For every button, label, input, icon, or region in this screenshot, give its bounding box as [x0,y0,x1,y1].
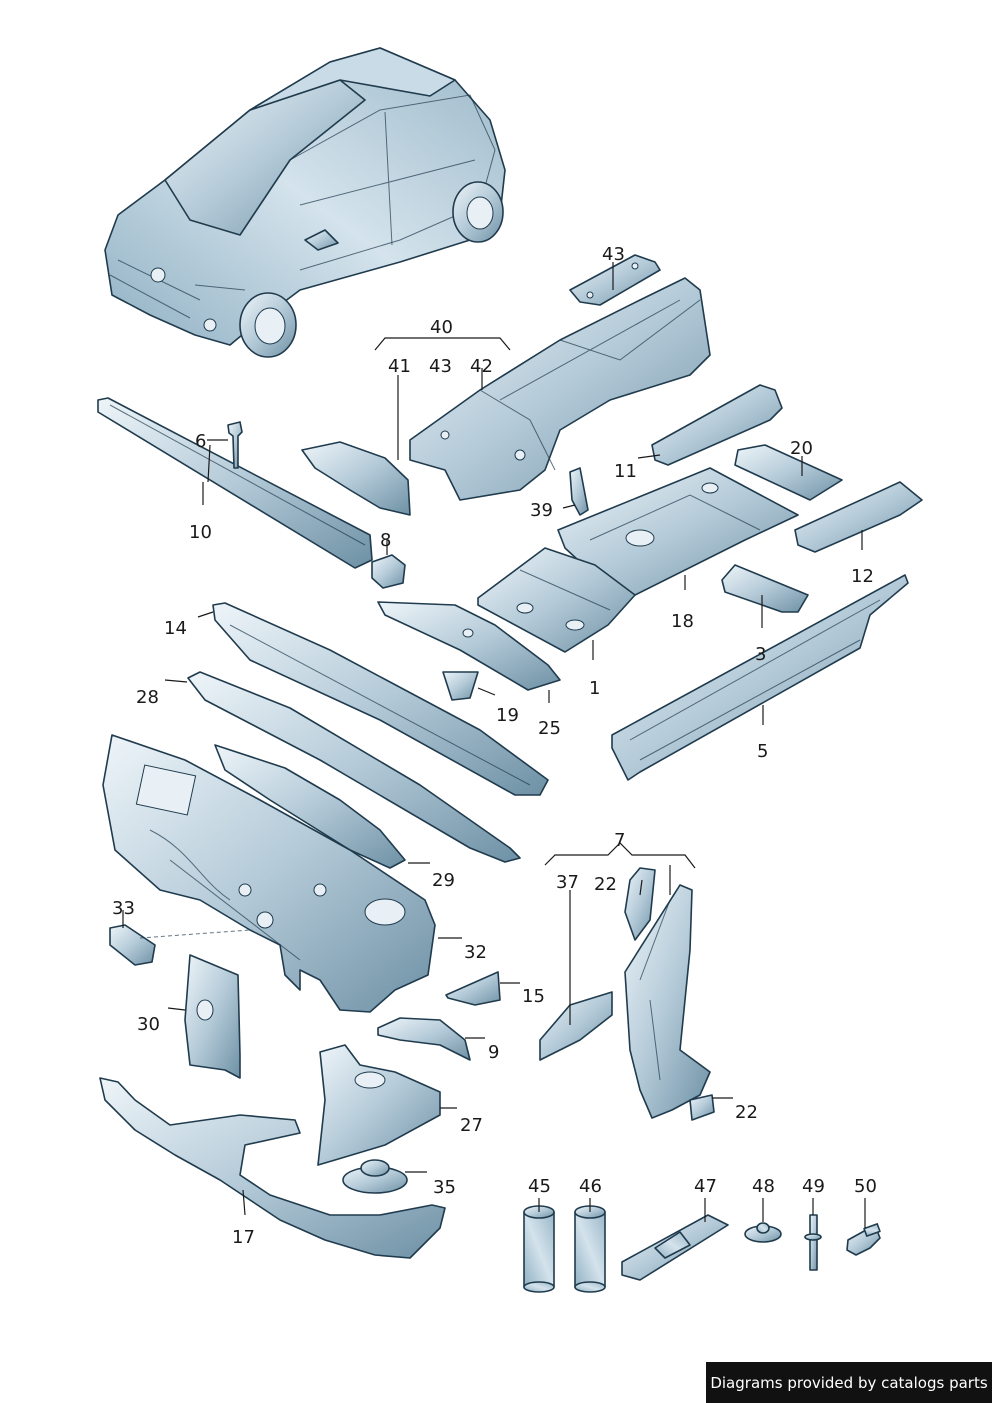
callout-20: 20 [790,438,813,459]
callout-12: 12 [851,566,874,587]
callout-48: 48 [752,1176,775,1197]
callout-9: 9 [488,1042,499,1063]
callout-27: 27 [460,1115,483,1136]
part-20-plate [734,444,843,501]
part-6-bolt [227,421,243,469]
part-12-rail [794,481,923,553]
callout-29: 29 [432,870,455,891]
part-39-bracket [569,467,589,516]
part-9-wheelhouse-cap [377,1017,471,1061]
callout-49: 49 [802,1176,825,1197]
part-33-grommet [109,924,251,966]
callout-40: 40 [430,317,453,338]
part-28-cowl-lower [187,671,521,863]
callout-35: 35 [433,1177,456,1198]
part-30-panel [184,954,241,1079]
callout-25: 25 [538,718,561,739]
part-43-bracket [569,254,661,306]
part-1-floor [477,547,636,653]
part-32-bulkhead [102,734,436,1013]
part-29-panel [214,744,406,869]
callout-39: 39 [530,500,553,521]
callout-43: 43 [429,356,452,377]
callout-8: 8 [380,530,391,551]
callout-42: 42 [470,356,493,377]
callout-3: 3 [755,644,766,665]
callout-33: 33 [112,898,135,919]
part-19-cup [442,671,479,701]
part-48-nut [744,1222,782,1243]
callout-30: 30 [137,1014,160,1035]
part-50-bolt [846,1223,881,1256]
part-7-pillar [539,867,715,1121]
leader-lines [122,262,866,1228]
callout-11: 11 [614,461,637,482]
part-14-cowl [212,602,549,796]
part-18-floor [557,467,799,596]
part-10-crossmember [97,397,373,569]
callout-28: 28 [136,687,159,708]
callout-32: 32 [464,942,487,963]
callout-41: 41 [388,356,411,377]
part-11-rail [651,384,783,466]
car-overview [104,47,506,358]
callout-17: 17 [232,1227,255,1248]
callout-18: 18 [671,611,694,632]
part-47-sealing-strip [621,1214,729,1281]
callout-19: 19 [496,705,519,726]
part-5-sill [611,574,909,781]
part-35-mount [342,1159,408,1194]
callout-22-lower: 22 [735,1102,758,1123]
callout-14: 14 [164,618,187,639]
part-15-bracket [445,971,501,1006]
part-17-side-member [99,1077,446,1259]
callout-50: 50 [854,1176,877,1197]
credit-banner: Diagrams provided by catalogs parts [706,1362,992,1403]
callout-15: 15 [522,986,545,1007]
part-27-strut-tower [317,1044,441,1166]
part-41-panel [301,441,411,516]
callout-37: 37 [556,872,579,893]
callout-47: 47 [694,1176,717,1197]
callout-5: 5 [757,741,768,762]
callout-labels: 43 40 41 43 42 6 10 8 11 20 39 12 18 3 1… [112,244,877,1248]
callout-1: 1 [589,678,600,699]
part-3-insulator [721,564,809,613]
callout-22-upper: 22 [594,874,617,895]
callout-6: 6 [195,431,206,452]
part-45-can [523,1205,555,1293]
part-8-block [371,554,406,589]
part-25-bracket [377,601,561,691]
callout-43-top: 43 [602,244,625,265]
callout-45: 45 [528,1176,551,1197]
callout-10: 10 [189,522,212,543]
callout-7: 7 [614,830,625,851]
part-40-tunnel [409,277,711,501]
part-49-stud [804,1214,822,1271]
callout-46: 46 [579,1176,602,1197]
part-46-can [574,1205,606,1293]
